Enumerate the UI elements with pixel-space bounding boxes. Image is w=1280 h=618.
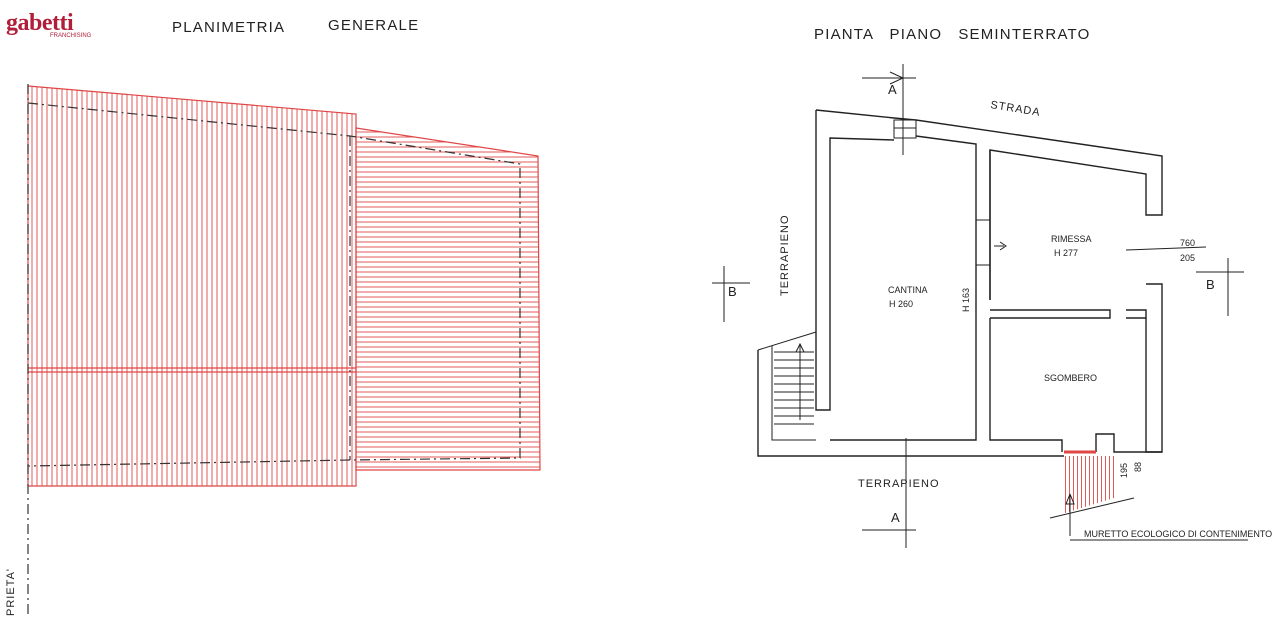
- room-rimessa-height: H 277: [1054, 248, 1078, 258]
- street-label: STRADA: [990, 99, 1042, 119]
- gabetti-logo: gabetti FRANCHISING: [6, 10, 92, 39]
- embankment-left-label: TERRAPIENO: [779, 214, 791, 296]
- retaining-wall: [1062, 456, 1116, 514]
- room-cantina-height: H 260: [889, 299, 913, 309]
- site-building-right: [356, 128, 540, 470]
- dim-vertical-2: 88: [1133, 462, 1143, 472]
- left-title-1: PLANIMETRIA: [172, 19, 285, 36]
- door-height-label: H 163: [961, 288, 971, 312]
- site-plan: PRIETA': [5, 84, 541, 616]
- basement-plan: A A B B STRADA TERRAPIENO TERRAPIENO CAN…: [712, 64, 1272, 548]
- dimension-top: 760: [1180, 238, 1195, 248]
- staircase: [774, 342, 814, 425]
- embankment-bottom-label: TERRAPIENO: [858, 478, 940, 490]
- site-building-left: [28, 86, 356, 486]
- logo-tagline: FRANCHISING: [50, 33, 92, 39]
- room-sgombero-name: SGOMBERO: [1044, 373, 1097, 383]
- room-cantina-name: CANTINA: [888, 285, 928, 295]
- property-label: PRIETA': [5, 568, 17, 616]
- wall-note-label: MURETTO ECOLOGICO DI CONTENIMENTO: [1084, 529, 1272, 539]
- section-b-right: B: [1206, 277, 1215, 292]
- dim-vertical-1: 195: [1119, 463, 1129, 478]
- section-b-left: B: [728, 284, 737, 299]
- section-a-bottom: A: [891, 510, 900, 525]
- left-title-2: GENERALE: [328, 17, 419, 34]
- logo-text: gabetti: [6, 10, 74, 36]
- room-rimessa-name: RIMESSA: [1051, 234, 1092, 244]
- dimension-bottom: 205: [1180, 253, 1195, 263]
- right-title: PIANTA PIANO SEMINTERRATO: [814, 26, 1091, 43]
- section-a-top: A: [888, 82, 897, 97]
